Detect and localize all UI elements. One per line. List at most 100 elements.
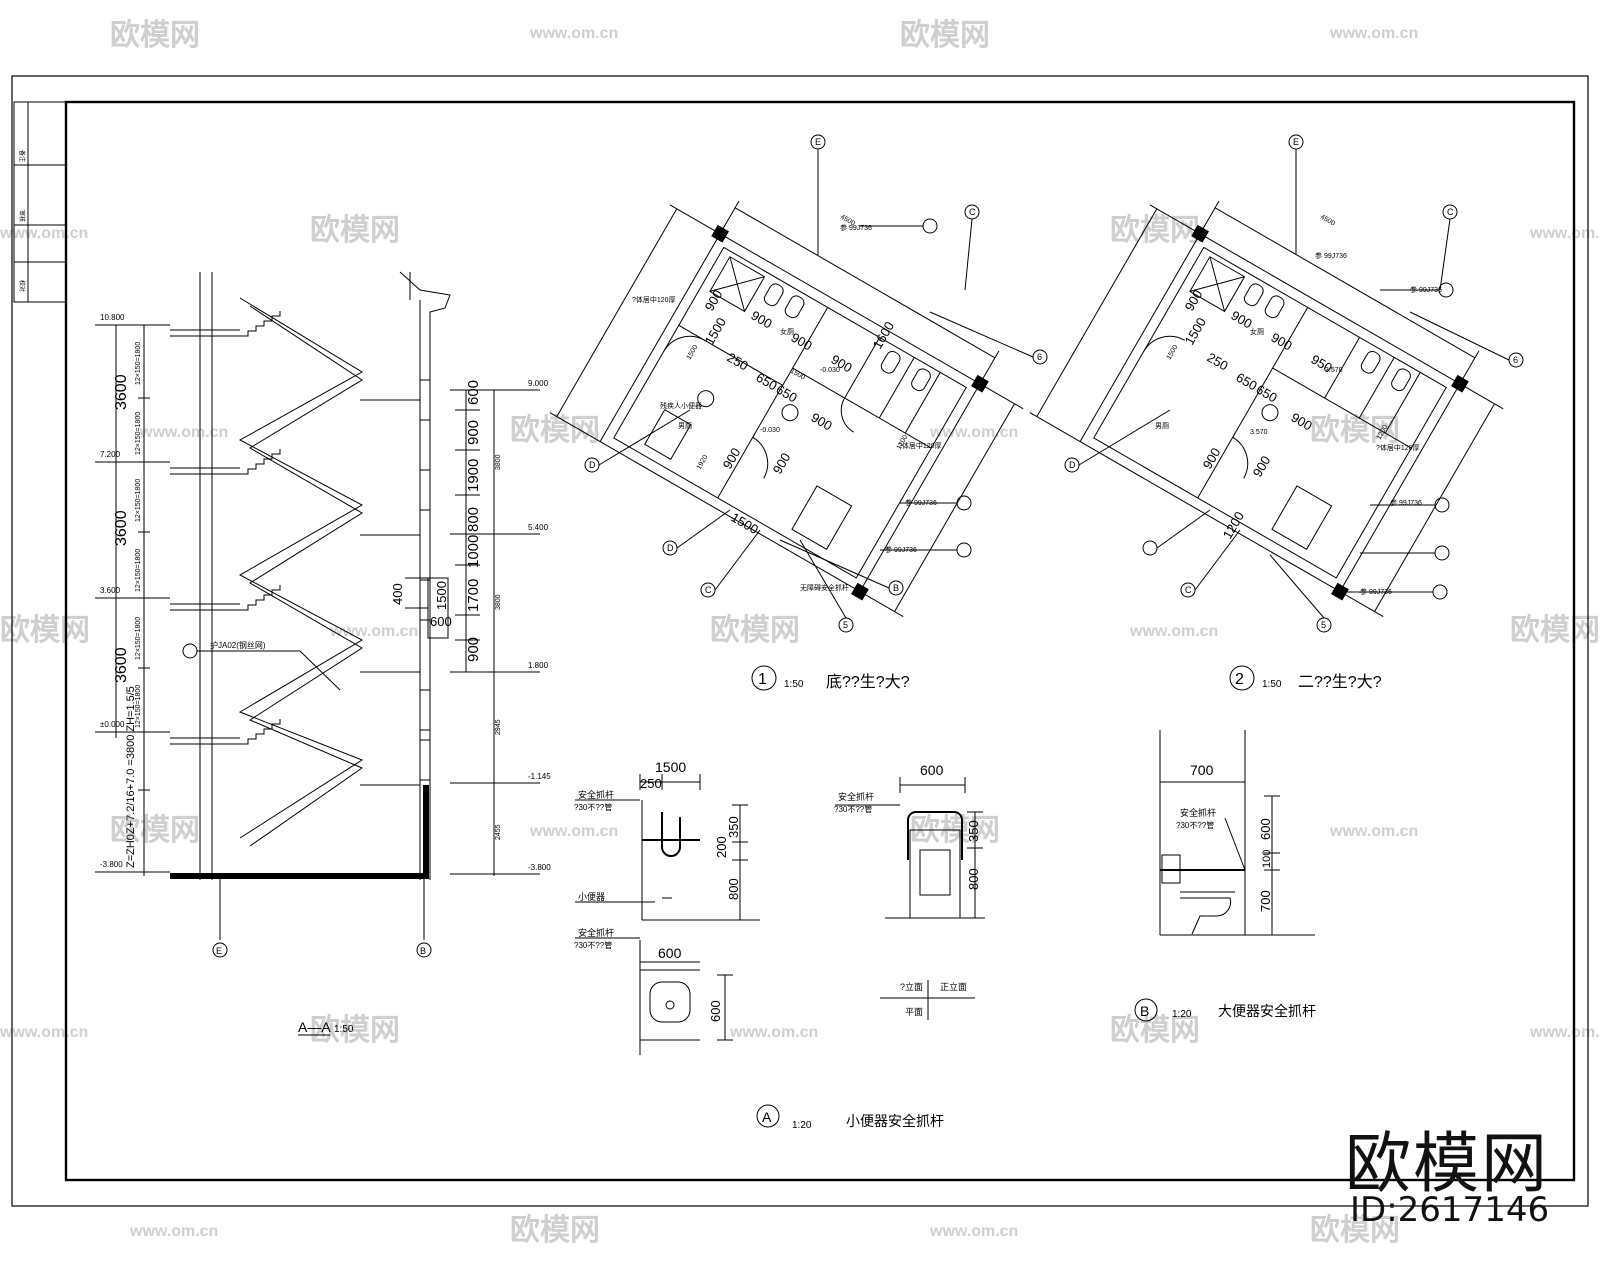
elevation-label: 10.800: [100, 313, 125, 322]
plan-label: 女厕: [780, 327, 794, 336]
grab-label: 安全抓杆: [578, 927, 614, 938]
axis-label: D: [667, 543, 674, 553]
dim-text: 900: [749, 308, 775, 332]
plan-label: ?体居中120厚: [898, 441, 942, 450]
axis-label: 6: [1513, 355, 1518, 365]
detail-b-number: B: [1140, 1003, 1149, 1019]
grab-label: 安全抓杆: [838, 791, 874, 802]
watermark-logo: 欧模网: [1110, 1014, 1200, 1047]
plan-label: ?体居中120厚: [1376, 443, 1420, 452]
detail-a: [575, 774, 985, 1055]
dim-text: 12×150=1800: [135, 412, 142, 455]
ref-note: 参 99J736: [840, 223, 872, 232]
detail-b-text: 安全抓杆 ?30不??管 700 600 100 700: [1176, 762, 1273, 912]
watermark-url: www.om.cn: [129, 1223, 218, 1240]
dim-text: 1500: [729, 510, 762, 537]
dim-text: 350: [966, 820, 981, 842]
dim-text: 2455: [495, 824, 502, 840]
dim-text: 700: [1258, 890, 1273, 912]
plan-label: 男厕: [1155, 422, 1169, 430]
grab-spec: ?30不??管: [574, 802, 612, 812]
dim-text: 12×150=1800: [135, 617, 142, 660]
plan-label: 男厕: [678, 422, 692, 430]
elevation-label: -3.800: [528, 863, 551, 872]
plan-1-labels: 参 99J736 参 99J736 参 99J736 ?体居中120厚 -0.0…: [632, 223, 942, 592]
watermark-url: www.om.cn: [1129, 623, 1218, 640]
dim-text: 100: [1261, 850, 1273, 868]
dim-text: 1920: [696, 454, 710, 471]
plan-2-axis-labels: E C D C 6 5: [1069, 137, 1518, 630]
plan-1-title: 底??生?大?: [826, 673, 910, 691]
dim-text: 250: [640, 776, 662, 791]
dim-text: 800: [465, 507, 482, 532]
axis-label: C: [1447, 207, 1454, 217]
dim-text: 900: [1229, 308, 1255, 332]
plan-label: 3.570: [1250, 429, 1268, 436]
watermark-logo: 欧模网: [710, 614, 800, 647]
dim-text: 900: [809, 410, 835, 434]
dim-text: 900: [720, 445, 744, 471]
detail-b-title: 大便器安全抓杆: [1218, 1003, 1316, 1019]
dim-text: 1500: [1166, 344, 1180, 361]
dim-text: 900: [1182, 287, 1206, 313]
dim-text: 900: [702, 287, 726, 313]
legend-item: 平面: [905, 1007, 923, 1017]
watermark-logo: 欧模网: [510, 414, 600, 447]
plan-2-axes: [1064, 134, 1524, 633]
axis-label: 6: [1037, 352, 1042, 362]
axis-label: C: [705, 585, 712, 595]
dim-text: 12×150=1800: [135, 479, 142, 522]
dim-text: 1000: [465, 535, 482, 568]
dim-text: 1500: [1182, 315, 1209, 348]
dim-text: 900: [1269, 330, 1295, 354]
dim-text: 1500: [702, 315, 729, 348]
elevation-label: 7.200: [100, 450, 121, 459]
watermark-logo: 欧模网: [110, 19, 200, 52]
dim-text: 12×150=1800: [135, 549, 142, 592]
stair-step-dims: 12×150=1800 12×150=1800 12×150=1800 12×1…: [125, 342, 142, 868]
section-scale: 1:50: [334, 1024, 354, 1035]
elevation-label: -1.145: [528, 772, 551, 781]
dim-text: 4500: [1319, 214, 1336, 228]
grab-label: 安全抓杆: [578, 789, 614, 800]
watermark-logo: 欧模网: [110, 814, 200, 847]
plan-2-labels: 参 99J736 参 99J736 参 99J736 参 99J736 ?体居中…: [1155, 251, 1442, 596]
elevation-label: ±0.000: [100, 720, 125, 729]
elevation-label: 1.800: [528, 661, 549, 670]
plan-label: -0.030: [760, 427, 780, 434]
plan-2-title: 二??生?大?: [1298, 673, 1382, 691]
dim-text: 1500: [686, 344, 700, 361]
axis-label: B: [420, 946, 426, 956]
dim-text: 800: [726, 878, 741, 900]
dim-text: 200: [714, 836, 729, 858]
watermark-url: www.om.cn: [529, 823, 618, 840]
plan-label: ?体居中120厚: [632, 295, 676, 304]
dim-text: 3600: [113, 374, 130, 410]
plan-2-scale: 1:50: [1262, 679, 1282, 690]
dim-text: 3800: [495, 454, 502, 470]
axis-label: B: [893, 583, 899, 593]
legend-item: 正立面: [940, 981, 967, 992]
detail-b-callout: [1134, 998, 1158, 1022]
dim-text: 2945: [495, 719, 502, 735]
plan-1-axis-labels: E C D D C B 6 5: [589, 137, 1042, 630]
axis-label: D: [589, 460, 596, 470]
dim-text: 3.570: [1325, 367, 1343, 374]
watermark-url: www.om.cn: [929, 424, 1018, 441]
detail-a-callout: [756, 1104, 780, 1128]
dim-text: 800: [966, 868, 981, 890]
dim-text: 400: [390, 583, 405, 605]
elevation-label: 3.600: [100, 586, 121, 595]
inner-border: [64, 100, 1576, 1182]
dim-text: 1600: [870, 319, 897, 352]
plan-1: [549, 200, 1024, 618]
ref-note: 参 99J736: [1315, 251, 1347, 260]
dim-text: 650: [774, 382, 800, 406]
axis-label: D: [1069, 460, 1076, 470]
dim-text: 900: [1250, 453, 1274, 479]
dim-text: 250: [1205, 350, 1231, 374]
ref-note: 参 99J736: [905, 498, 937, 507]
plan-1-dims: 4500 900 900 900 900 1500 1500 1500 650 …: [686, 214, 910, 537]
axis-label: C: [969, 207, 976, 217]
watermark-url: www.om.cn: [329, 623, 418, 640]
